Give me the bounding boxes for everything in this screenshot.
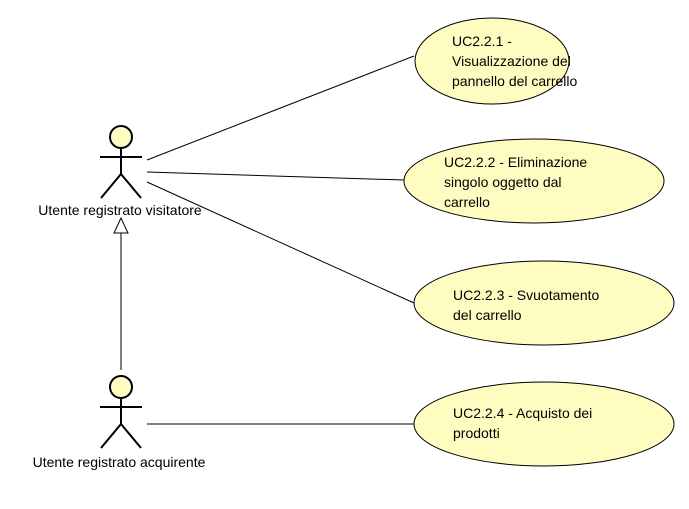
generalization-arrowhead [113,216,129,234]
use-case-label-line: UC2.2.4 - Acquisto dei [453,405,592,421]
use-case-ellipse [414,17,570,105]
association-visitatore-uc222 [146,171,405,181]
actor-label: Utente registrato visitatore [38,202,202,218]
association-visitatore-uc223 [146,181,415,304]
actor-acquirente: Utente registrato acquirente [33,375,206,470]
use-case-uc221: UC2.2.1 - Visualizzazione del pannello d… [414,17,578,105]
actor-visitatore: Utente registrato visitatore [38,125,202,218]
use-case-ellipse [413,260,675,346]
use-case-label-line: prodotti [453,425,500,441]
actor-stick-figure-icon [100,375,142,449]
connectors [113,55,415,425]
use-case-label-line: UC2.2.2 - Eliminazione [444,154,587,170]
use-case-label-line: Visualizzazione del [452,53,571,69]
use-case-label-line: UC2.2.3 - Svuotamento [453,287,600,303]
svg-text:UC2.2.3 - Svuotamento: UC2.2.3 - Svuotamento del carrello [453,287,603,323]
svg-text:UC2.2.1 - Visualizzazi: UC2.2.1 - Visualizzazione del pannello d… [452,33,578,89]
use-case-label-line: pannello del carrello [452,73,578,89]
svg-text:UC2.2.2 - Eliminazione: UC2.2.2 - Eliminazione singolo oggetto d… [444,154,591,210]
actor-label: Utente registrato acquirente [33,454,206,470]
use-case-label-line: singolo oggetto dal [444,174,562,190]
use-case-label-line: UC2.2.1 - [452,33,512,49]
association-visitatore-uc221 [146,55,415,161]
use-case-label-line: carrello [444,194,490,210]
use-case-uc222: UC2.2.2 - Eliminazione singolo oggetto d… [403,138,665,224]
use-case-uc224: UC2.2.4 - Acquisto dei prodotti [413,381,675,467]
use-case-label-line: del carrello [453,307,522,323]
use-case-uc223: UC2.2.3 - Svuotamento del carrello [413,260,675,346]
actor-stick-figure-icon [100,125,142,199]
use-case-ellipse [413,381,675,467]
use-case-ellipse [403,138,665,224]
svg-text:UC2.2.4 - Acquisto dei: UC2.2.4 - Acquisto dei prodotti [453,405,596,441]
